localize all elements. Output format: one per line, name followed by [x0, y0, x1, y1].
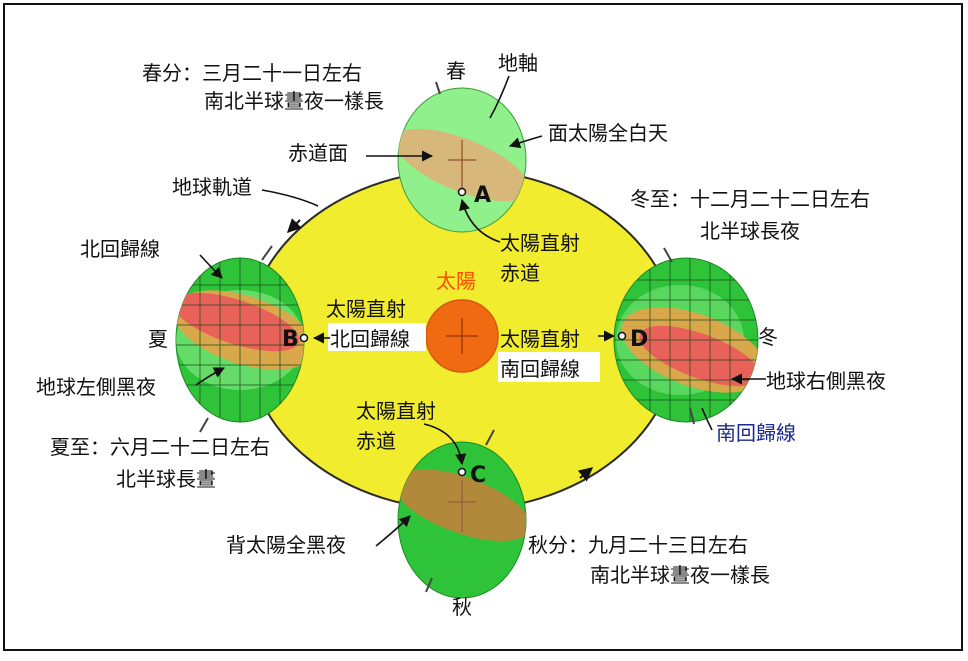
season-autumn-label: 秋: [452, 595, 472, 619]
back-night-label: 背太陽全黑夜: [226, 533, 346, 557]
point-d-marker: [617, 331, 627, 341]
earth-spring: [397, 81, 527, 233]
point-b-label: B: [282, 327, 299, 352]
orbit-arrow-top-left: [287, 218, 302, 233]
season-summer-label: 夏: [148, 327, 168, 351]
leader-axis: [489, 75, 510, 119]
equator-plane-label: 赤道面: [288, 141, 348, 165]
label-bg-capricorn: [498, 352, 600, 382]
direct-sun-label-d: 太陽直射: [500, 327, 580, 351]
leader-back-night: [375, 515, 411, 547]
axis-stub-autumn-bottom: [425, 577, 433, 593]
equinox-autumn-line1: 秋分：九月二十三日左右: [528, 533, 748, 557]
point-a-label: A: [474, 183, 491, 208]
tropic-capricorn-label: 南回歸線: [716, 421, 796, 445]
direct-sun-label-c: 太陽直射: [356, 399, 436, 423]
orbit-label: 地球軌道: [172, 175, 252, 199]
axis-stub-autumn-top: [485, 429, 495, 446]
leader-left-night: [195, 367, 226, 386]
orbit-arrow-bottom-right: [577, 467, 594, 482]
point-b-marker: [299, 333, 309, 343]
axis-label: 地軸: [498, 51, 538, 75]
leader-tropic-capricorn: [701, 407, 713, 431]
grid-lines-winter: [614, 258, 758, 422]
axis-stub-top: [435, 81, 441, 95]
direct-sun-label-b: 太陽直射: [326, 297, 406, 321]
solstice-winter-line1: 冬至：十二月二十二日左右: [630, 187, 870, 211]
grid-lines: [176, 258, 304, 422]
point-a-marker: [457, 187, 467, 197]
tropic-band-north: [176, 292, 300, 352]
direct-sun-label-a: 太陽直射: [500, 231, 580, 255]
leader-direct-equator-a: [459, 198, 501, 243]
equinox-spring-line2: 南北半球晝夜一樣長: [204, 89, 384, 113]
right-night-label: 地球右側黑夜: [766, 369, 886, 393]
point-d-label: D: [630, 327, 648, 352]
sun: [425, 299, 499, 373]
tropic-cancer-label: 北回歸線: [80, 237, 160, 261]
equator-label-c: 赤道: [356, 429, 396, 453]
point-c-marker: [457, 467, 467, 477]
sun-label: 太陽: [436, 269, 476, 293]
solstice-summer-line2: 北半球長晝: [116, 467, 216, 491]
solstice-winter-line2: 北半球長夜: [700, 219, 800, 243]
season-winter-label: 冬: [758, 325, 778, 349]
equator-label-a: 赤道: [500, 261, 540, 285]
equinox-spring-line1: 春分：三月二十一日左右: [142, 61, 362, 85]
earth-winter: [613, 247, 759, 425]
equinox-autumn-line2: 南北半球晝夜一樣長: [590, 563, 770, 587]
solstice-summer-line1: 夏至：六月二十二日左右: [50, 435, 270, 459]
left-night-label: 地球左側黑夜: [36, 375, 156, 399]
earth-summer: [175, 245, 309, 433]
label-bg-cancer: [328, 323, 426, 351]
earth-autumn: [397, 429, 527, 599]
leader-direct-equator-c: [423, 423, 467, 466]
tropic-capricorn-label-d: 南回歸線: [500, 357, 580, 381]
leader-faces-sun: [508, 135, 543, 149]
season-spring-label: 春: [446, 59, 466, 83]
leader-orbit: [261, 189, 319, 207]
leader-tropic-cancer: [199, 254, 223, 279]
point-c-label: C: [470, 463, 486, 488]
tropic-cancer-label-b: 北回歸線: [330, 327, 410, 351]
faces-sun-label: 面太陽全白天: [548, 121, 668, 145]
